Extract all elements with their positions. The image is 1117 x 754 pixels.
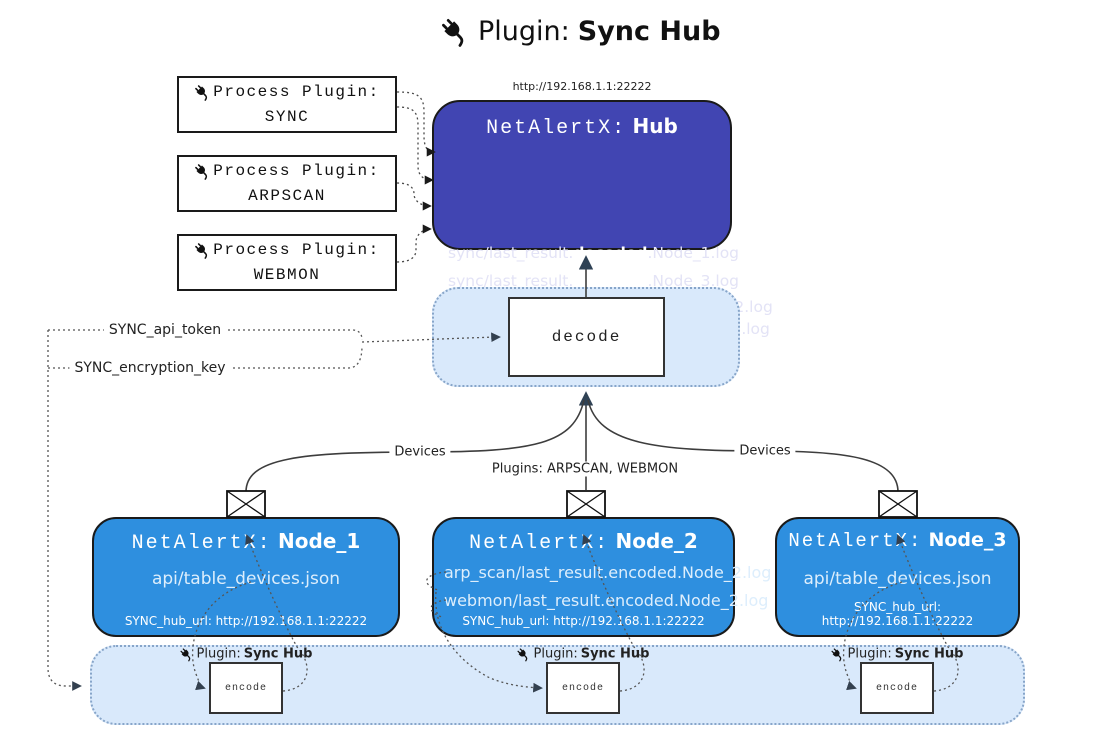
process-plugin-name: WEBMON [253,265,321,284]
node-box-node1: NetAlertX: Node_1 api/table_devices.json… [92,517,400,637]
encryption-key-label: SYNC_encryption_key [69,360,231,376]
encode-box-node2: encode [546,662,620,714]
hub-box: NetAlertX: Hub sync/last_result.decoded.… [432,100,773,338]
process-plugin-label: Process Plugin: [213,161,380,180]
hub-log-line: sync/last_result.decoded.Node_3.log [448,272,740,290]
process-plugin-label: Process Plugin: [213,82,380,101]
sync-hub-plugin-label: Plugin:Sync Hub [175,647,318,662]
process-plugin-arpscan: Process Plugin: ARPSCAN [177,155,397,212]
node-file: api/table_devices.json [803,569,992,589]
process-plugin-name: SYNC [264,107,310,126]
title-name: Sync Hub [577,16,721,47]
process-plugin-sync: Process Plugin: SYNC [177,76,397,133]
node-title-name: Node_2 [615,529,698,553]
node-title-prefix: NetAlertX: [788,530,923,552]
process-plugin-webmon: Process Plugin: WEBMON [177,234,397,291]
decode-label: decode [551,328,622,346]
node-title-name: Node_1 [278,529,361,553]
node-file: api/table_devices.json [151,569,341,589]
edge-keys-to-encode-band [47,330,82,691]
plug-icon [194,163,211,180]
edge-sync-to-log1 [396,91,436,157]
decode-box: decode [508,297,665,377]
plug-icon [440,17,470,47]
node-box-node2: NetAlertX: Node_2 arp_scan/last_result.e… [432,517,771,637]
plug-icon [194,242,211,259]
hub-title-prefix: NetAlertX: [486,117,627,140]
hub-url-label: http://192.168.1.1:22222 [512,80,652,93]
sync-hub-plugin-label: Plugin:Sync Hub [826,647,969,662]
process-plugin-label: Process Plugin: [213,240,380,259]
plug-icon [194,84,211,101]
encode-box-node1: encode [209,662,283,714]
devices-label-right: Devices [734,443,796,459]
api-token-label: SYNC_api_token [103,322,227,338]
envelope-icon [878,490,918,518]
edge-arpscan-to-log3 [396,182,432,211]
envelope-icon [566,490,606,518]
node-hub-url: SYNC_hub_url: http://192.168.1.1:22222 [124,614,368,628]
plug-icon [517,647,531,661]
title-prefix: Plugin: [478,16,570,47]
plug-icon [180,647,194,661]
devices-label-left: Devices [389,444,451,460]
node-file: arp_scan/last_result.encoded.Node_2.log [444,563,772,582]
process-plugin-name: ARPSCAN [248,186,326,205]
encode-label: encode [224,682,267,694]
node-hub-url: SYNC_hub_url: http://192.168.1.1:22222 [462,614,705,628]
diagram-title: Plugin: Sync Hub [440,16,721,47]
node-box-node3: NetAlertX: Node_3 api/table_devices.json… [775,517,1020,637]
plug-icon [831,647,845,661]
edge-webmon-to-log4 [396,224,432,263]
encode-box-node3: encode [860,662,934,714]
hub-log-line: sync/last_result.decoded.Node_1.log [448,244,740,262]
node-file: webmon/last_result.encoded.Node_2.log [444,591,769,610]
edge-sync-to-log2 [396,106,434,185]
envelope-icon [226,490,266,518]
dotted-plugin-edges [396,91,436,263]
node-title-prefix: NetAlertX: [131,532,272,555]
encode-label: encode [875,682,918,694]
plugins-label-middle: Plugins: ARPSCAN, WEBMON [486,461,684,477]
hub-title: NetAlertX: Hub [434,114,730,140]
node-hub-url: SYNC_hub_url: http://192.168.1.1:22222 [821,600,974,628]
sync-hub-plugin-label: Plugin:Sync Hub [512,647,655,662]
hub-title-name: Hub [632,114,678,138]
node-title-prefix: NetAlertX: [469,532,610,555]
node-title-name: Node_3 [928,529,1007,551]
encode-label: encode [561,682,604,694]
